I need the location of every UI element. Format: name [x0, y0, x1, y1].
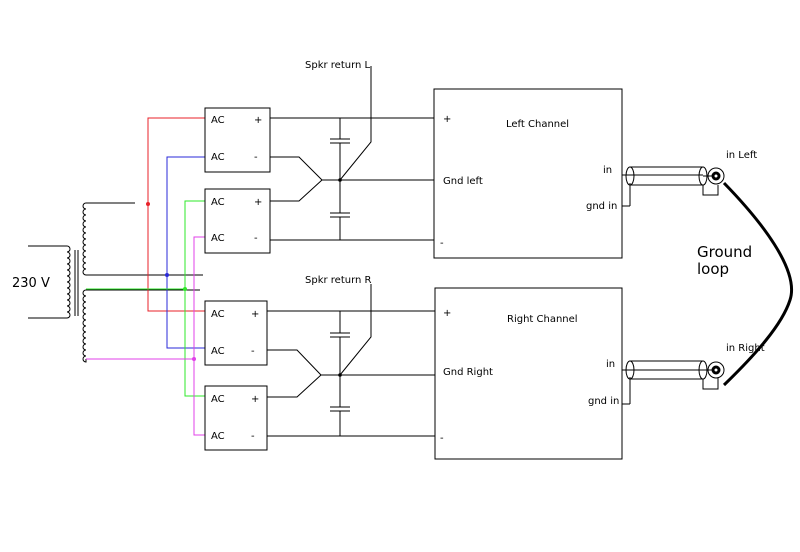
amp-plus-label: + — [443, 114, 451, 125]
amp-plus-label: + — [443, 308, 451, 319]
left-supply-network — [270, 66, 434, 241]
rectifier-box — [204, 300, 268, 366]
rectifier-plus: + — [251, 309, 259, 320]
rectifier-ac-bottom: AC — [211, 431, 225, 442]
amp-gnd-label: Gnd Right — [443, 367, 493, 378]
rectifier-1: AC AC + - — [204, 107, 271, 173]
rectifier-ac-bottom: AC — [211, 233, 225, 244]
junction-dot — [146, 202, 150, 206]
rectifier-plus: + — [254, 115, 262, 126]
rectifier-minus: - — [251, 346, 255, 357]
rectifier-ac-bottom: AC — [211, 346, 225, 357]
junction-dot — [192, 357, 196, 361]
amp-minus-label: - — [440, 433, 444, 444]
rectifier-plus: + — [254, 197, 262, 208]
left-shielded-cable — [622, 166, 719, 207]
amp-box — [434, 287, 623, 460]
wire-green — [184, 200, 205, 397]
spkr-return-right-label: Spkr return R — [305, 275, 372, 286]
rectifier-ac-bottom: AC — [211, 152, 225, 163]
rca-jack-left — [707, 167, 725, 185]
ground-junction-dot — [338, 373, 342, 377]
voltage-label: 230 V — [12, 276, 50, 291]
rectifier-3: AC AC + - — [204, 300, 268, 366]
junction-dot — [183, 287, 187, 291]
rectifier-2: AC AC + - — [204, 188, 271, 254]
rectifier-ac-top: AC — [211, 394, 225, 405]
jack-left-label: in Left — [726, 150, 757, 161]
ground-loop-label-line2: loop — [697, 260, 729, 278]
wire-blue — [166, 156, 205, 349]
amp-gnd-in-label: gnd in — [586, 201, 617, 212]
rectifier-4: AC AC + - — [204, 385, 268, 451]
transformer — [28, 202, 203, 363]
rectifier-box — [204, 385, 268, 451]
left-channel-amp: Left Channel + Gnd left - in gnd in — [433, 88, 623, 259]
wire-red-lower — [147, 204, 205, 312]
rectifier-box — [204, 107, 271, 173]
rectifier-box — [204, 188, 271, 254]
rca-jack-right — [707, 361, 725, 379]
rectifier-minus: - — [254, 233, 258, 244]
amp-gnd-in-label: gnd in — [588, 396, 619, 407]
ground-loop-curve — [722, 181, 793, 387]
right-shielded-cable — [622, 360, 719, 405]
rectifier-ac-top: AC — [211, 197, 225, 208]
secondary-coil-upper — [82, 202, 203, 276]
amp-in-label: in — [603, 165, 612, 176]
ac-wiring — [86, 117, 205, 436]
jack-right-label: in Right — [726, 343, 765, 354]
ground-loop-label-line1: Ground — [697, 243, 752, 261]
primary-coil — [28, 245, 71, 319]
junction-dot — [165, 273, 169, 277]
amp-box — [433, 88, 623, 259]
amp-gnd-label: Gnd left — [443, 176, 483, 187]
rectifier-plus: + — [251, 394, 259, 405]
right-supply-network — [267, 284, 435, 437]
spkr-return-left-label: Spkr return L — [305, 60, 371, 71]
amp-title: Right Channel — [507, 314, 578, 325]
rectifier-minus: - — [254, 152, 258, 163]
junction-dots — [146, 202, 196, 361]
amp-title: Left Channel — [506, 119, 569, 130]
amp-minus-label: - — [440, 238, 444, 249]
rectifier-ac-top: AC — [211, 115, 225, 126]
amp-in-label: in — [606, 359, 615, 370]
secondary-coil-lower — [82, 289, 200, 363]
rectifier-ac-top: AC — [211, 309, 225, 320]
wire-red — [147, 117, 205, 204]
right-channel-amp: Right Channel + Gnd Right - in gnd in — [434, 287, 623, 460]
ground-junction-dot — [338, 178, 342, 182]
rectifier-minus: - — [251, 431, 255, 442]
wire-magenta — [193, 236, 205, 436]
